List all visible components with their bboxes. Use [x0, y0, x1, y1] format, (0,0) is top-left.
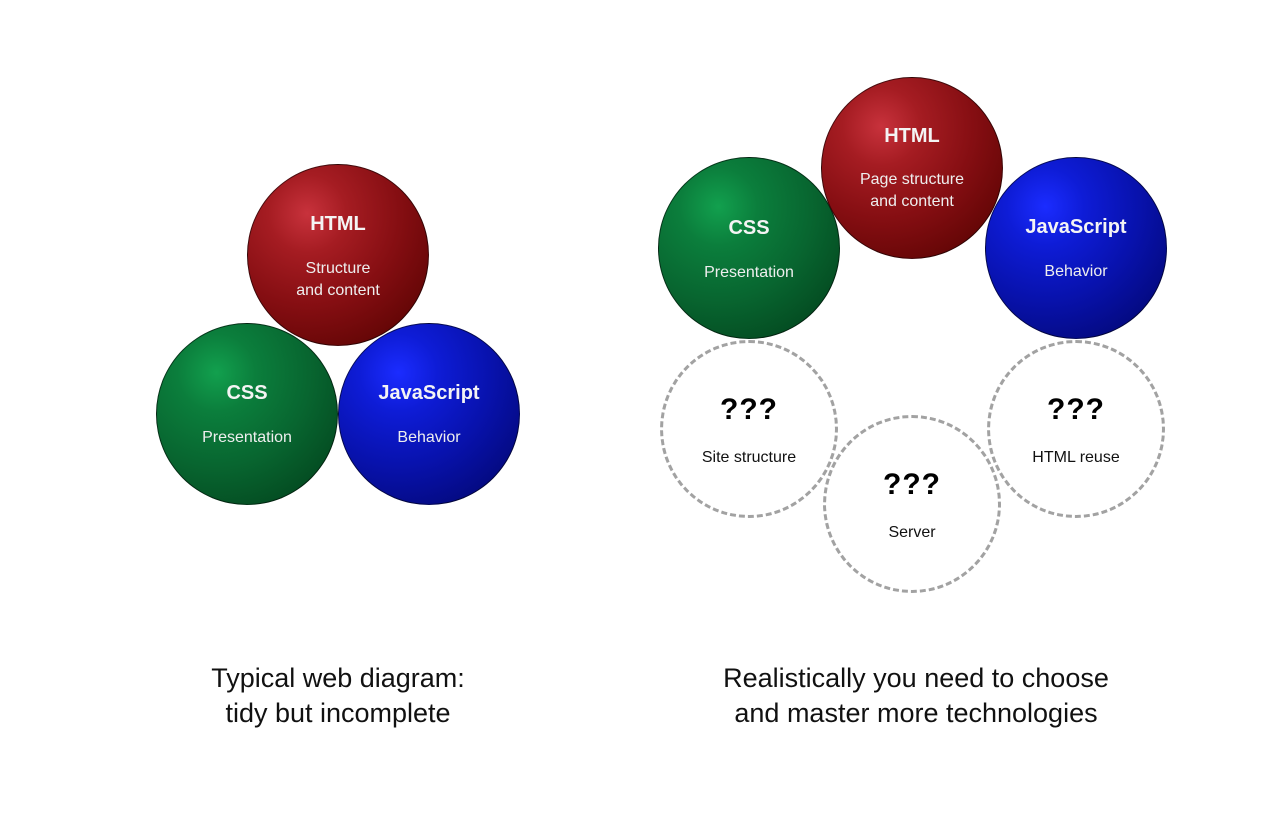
- html-reuse-label: HTML reuse: [1032, 449, 1120, 466]
- site-structure-question-marks: ???: [720, 393, 778, 426]
- right-javascript-title: JavaScript: [1025, 216, 1127, 238]
- left-caption: Typical web diagram: tidy but incomplete: [138, 661, 538, 731]
- right-html-title: HTML: [884, 125, 940, 147]
- right-css-title: CSS: [728, 217, 770, 239]
- css-sphere: CSS Presentation: [156, 323, 338, 505]
- html-reuse-unknown-circle: ??? HTML reuse: [987, 340, 1165, 518]
- javascript-subtitle: Behavior: [397, 429, 461, 446]
- right-caption-line1: Realistically you need to choose: [723, 663, 1109, 693]
- right-caption: Realistically you need to choose and mas…: [666, 661, 1166, 731]
- html-reuse-question-marks: ???: [1047, 393, 1105, 426]
- html-subtitle-line2: and content: [296, 282, 380, 299]
- left-caption-line1: Typical web diagram:: [211, 663, 465, 693]
- javascript-title: JavaScript: [378, 382, 480, 404]
- server-unknown-circle: ??? Server: [823, 415, 1001, 593]
- css-title: CSS: [226, 382, 268, 404]
- left-diagram: HTML Structure and content CSS Presentat…: [138, 164, 538, 731]
- site-structure-label: Site structure: [701, 449, 797, 466]
- server-question-marks: ???: [883, 468, 941, 501]
- html-subtitle-line1: Structure: [305, 260, 371, 277]
- right-javascript-subtitle: Behavior: [1044, 263, 1108, 280]
- right-css-sphere: CSS Presentation: [658, 157, 840, 339]
- html-sphere: HTML Structure and content: [247, 164, 429, 346]
- server-label: Server: [888, 524, 936, 541]
- css-subtitle: Presentation: [202, 429, 292, 446]
- right-html-subtitle-line2: and content: [870, 193, 954, 210]
- site-structure-unknown-circle: ??? Site structure: [660, 340, 838, 518]
- right-caption-line2: and master more technologies: [734, 698, 1098, 728]
- javascript-sphere: JavaScript Behavior: [338, 323, 520, 505]
- left-caption-line2: tidy but incomplete: [225, 698, 451, 728]
- right-html-subtitle-line1: Page structure: [859, 171, 965, 188]
- right-javascript-sphere: JavaScript Behavior: [985, 157, 1167, 339]
- right-html-sphere: HTML Page structure and content: [821, 77, 1003, 259]
- right-css-subtitle: Presentation: [704, 264, 794, 281]
- html-title: HTML: [310, 213, 366, 235]
